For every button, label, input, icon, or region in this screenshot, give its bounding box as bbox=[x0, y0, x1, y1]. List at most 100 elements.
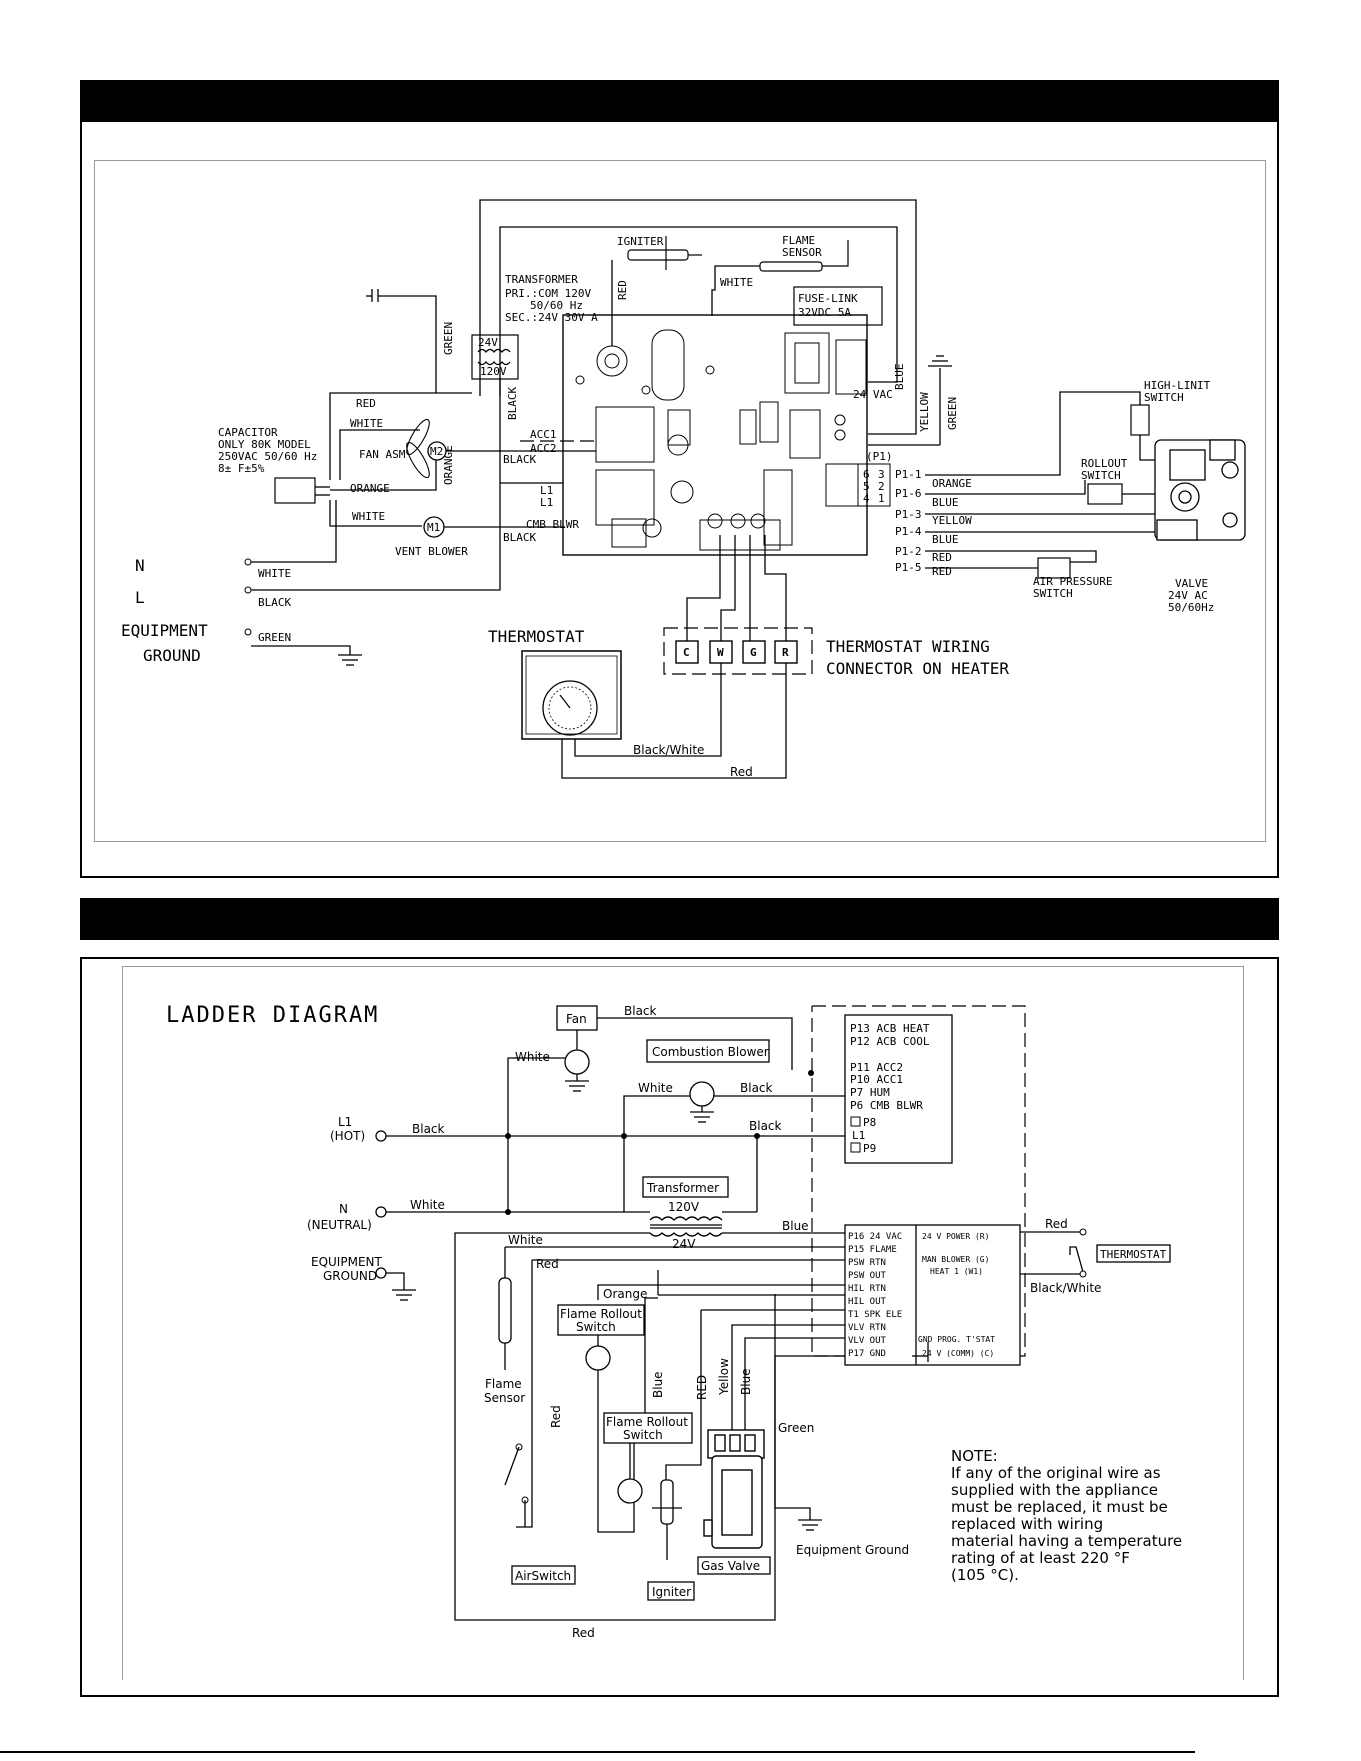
hil-out-label: HIL OUT bbox=[848, 1297, 887, 1307]
n-label: N bbox=[339, 1202, 348, 1216]
transformer-wire-black: BLACK bbox=[506, 387, 519, 420]
v-power-label: 24 V POWER (R) bbox=[922, 1232, 989, 1241]
equipment-ground-label: Equipment Ground bbox=[796, 1543, 909, 1557]
capacitor-box bbox=[274, 477, 316, 504]
l1-label: L1 bbox=[338, 1115, 352, 1129]
terminal-g bbox=[742, 640, 766, 664]
ground-label: GROUND bbox=[323, 1269, 377, 1283]
flame-sensor-icon bbox=[498, 1277, 512, 1370]
p1-connector bbox=[857, 463, 891, 507]
footer-rule bbox=[0, 1751, 1195, 1753]
fan-wire-orange: ORANGE bbox=[350, 482, 390, 495]
equipment-label: EQUIPMENT bbox=[311, 1255, 382, 1269]
thermostat-icon bbox=[521, 650, 622, 740]
control-block-bottom bbox=[844, 1224, 1021, 1366]
rollout-label-1: ROLLOUT bbox=[1081, 457, 1128, 470]
p16-label: P16 24 VAC bbox=[848, 1232, 902, 1242]
terminal-g-label: G bbox=[750, 646, 757, 659]
wire-green-label: GREEN bbox=[946, 397, 959, 430]
sensor-label: Sensor bbox=[484, 1391, 525, 1405]
tstat-wire-bw: Black/White bbox=[633, 743, 704, 757]
l1-label-1: L1 bbox=[540, 484, 553, 497]
flame-wire-white: WHITE bbox=[720, 276, 753, 289]
transformer-24v: 24V bbox=[478, 336, 498, 349]
neutral-label: (NEUTRAL) bbox=[307, 1218, 372, 1232]
p6-label: P6 CMB BLWR bbox=[850, 1099, 923, 1112]
note-line-6: rating of at least 220 °F bbox=[951, 1549, 1130, 1567]
fan-wire-black: Black bbox=[624, 1004, 657, 1018]
note-line-4: replaced with wiring bbox=[951, 1515, 1103, 1533]
high-limit-label-2: SWITCH bbox=[1144, 391, 1184, 404]
section-header-wiring bbox=[80, 80, 1279, 122]
n-wire-white: White bbox=[410, 1198, 445, 1212]
flame-rollout-switch-2: Switch bbox=[623, 1428, 663, 1442]
flame-rollout-box-2 bbox=[603, 1412, 693, 1444]
note-title: NOTE: bbox=[951, 1447, 998, 1465]
valve-label-2: 24V AC bbox=[1168, 589, 1208, 602]
fan-wire-white: White bbox=[515, 1050, 550, 1064]
valve-label-3: 50/60Hz bbox=[1168, 601, 1214, 614]
flame-rollout-box-1 bbox=[557, 1304, 645, 1336]
fan-blade-icon bbox=[406, 418, 430, 479]
svg-text:3: 3 bbox=[878, 468, 885, 481]
gnd-prog-label: GND PROG. T'STAT bbox=[918, 1335, 995, 1344]
wire-green-ground bbox=[251, 645, 351, 655]
air-switch-label: AirSwitch bbox=[515, 1569, 571, 1583]
note-line-1: If any of the original wire as bbox=[951, 1464, 1161, 1482]
gas-valve-box bbox=[697, 1556, 771, 1575]
igniter-label: IGNITER bbox=[617, 235, 664, 248]
transformer-120v: 120V bbox=[480, 365, 507, 378]
vlv-out-label: VLV OUT bbox=[848, 1336, 887, 1346]
capacitor-model: ONLY 80K MODEL bbox=[218, 438, 311, 451]
transformer-120v: 120V bbox=[668, 1200, 700, 1214]
air-pressure-label-2: SWITCH bbox=[1033, 587, 1073, 600]
section-header-ladder bbox=[80, 898, 1279, 940]
psw-out-label: PSW OUT bbox=[848, 1271, 887, 1281]
fan-wire-black: BLACK bbox=[503, 453, 536, 466]
equipment-label: EQUIPMENT bbox=[121, 621, 208, 640]
note-line-7: (105 °C). bbox=[951, 1566, 1019, 1584]
svg-text:2: 2 bbox=[878, 480, 885, 493]
control-board bbox=[562, 314, 868, 556]
wire-white-n bbox=[251, 500, 337, 563]
valve-wire-blue: Blue bbox=[739, 1368, 753, 1395]
terminal-w-label: W bbox=[717, 646, 724, 659]
hil-rtn-label: HIL RTN bbox=[848, 1284, 886, 1294]
wire-top-inner bbox=[499, 226, 898, 396]
hot-label: (HOT) bbox=[330, 1129, 365, 1143]
board-components bbox=[575, 329, 867, 551]
gas-valve-label: Gas Valve bbox=[701, 1559, 760, 1573]
p1-1-label: P1-1 bbox=[895, 468, 922, 481]
p1-3-label: P1-3 bbox=[895, 508, 922, 521]
p1-2-wire: RED bbox=[932, 551, 952, 564]
flame-rollout-label-1: Flame Rollout bbox=[560, 1307, 642, 1321]
control-board-outline bbox=[811, 1005, 1026, 1357]
tstat-connector-label-2: CONNECTOR ON HEATER bbox=[826, 659, 1009, 678]
capacitor-rating: 250VAC 50/60 Hz bbox=[218, 450, 317, 463]
wire-white-vent bbox=[329, 500, 422, 527]
fuse-link-label-1: FUSE-LINK bbox=[798, 292, 858, 305]
psw-rtn-label: PSW RTN bbox=[848, 1258, 886, 1268]
fuse-link-box bbox=[793, 286, 883, 326]
igniter-wire-red: RED bbox=[616, 280, 629, 300]
capacitor-label: CAPACITOR bbox=[218, 426, 278, 439]
fan-asm-label: FAN ASM bbox=[359, 448, 406, 461]
l1-label-2: L1 bbox=[540, 496, 553, 509]
p1-4-wire: BLUE bbox=[932, 533, 959, 546]
note-line-2: supplied with the appliance bbox=[951, 1481, 1158, 1499]
man-blower-label: MAN BLOWER (G) bbox=[922, 1255, 989, 1264]
vent-wire-black: BLACK bbox=[503, 531, 536, 544]
flame-rollout-2-switch bbox=[617, 1478, 643, 1504]
flame-rollout-switch-1: Switch bbox=[576, 1320, 616, 1334]
acc1-label: ACC1 bbox=[530, 428, 557, 441]
n-wire-white: WHITE bbox=[258, 567, 291, 580]
p1-label: (P1) bbox=[866, 450, 893, 463]
wiring-diagram: ACC1 ACC2 L1 L1 CMB BLWR 24 VAC IGNITER … bbox=[121, 199, 1246, 779]
p8-label: P8 bbox=[863, 1116, 876, 1129]
transformer-wire-blue: Blue bbox=[782, 1219, 809, 1233]
thermostat-wire-bw: Black/White bbox=[1030, 1281, 1101, 1295]
p1-3-wire: YELLOW bbox=[932, 514, 972, 527]
fuse-wire-blue: BLUE bbox=[893, 364, 906, 391]
svg-text:5: 5 bbox=[863, 480, 870, 493]
